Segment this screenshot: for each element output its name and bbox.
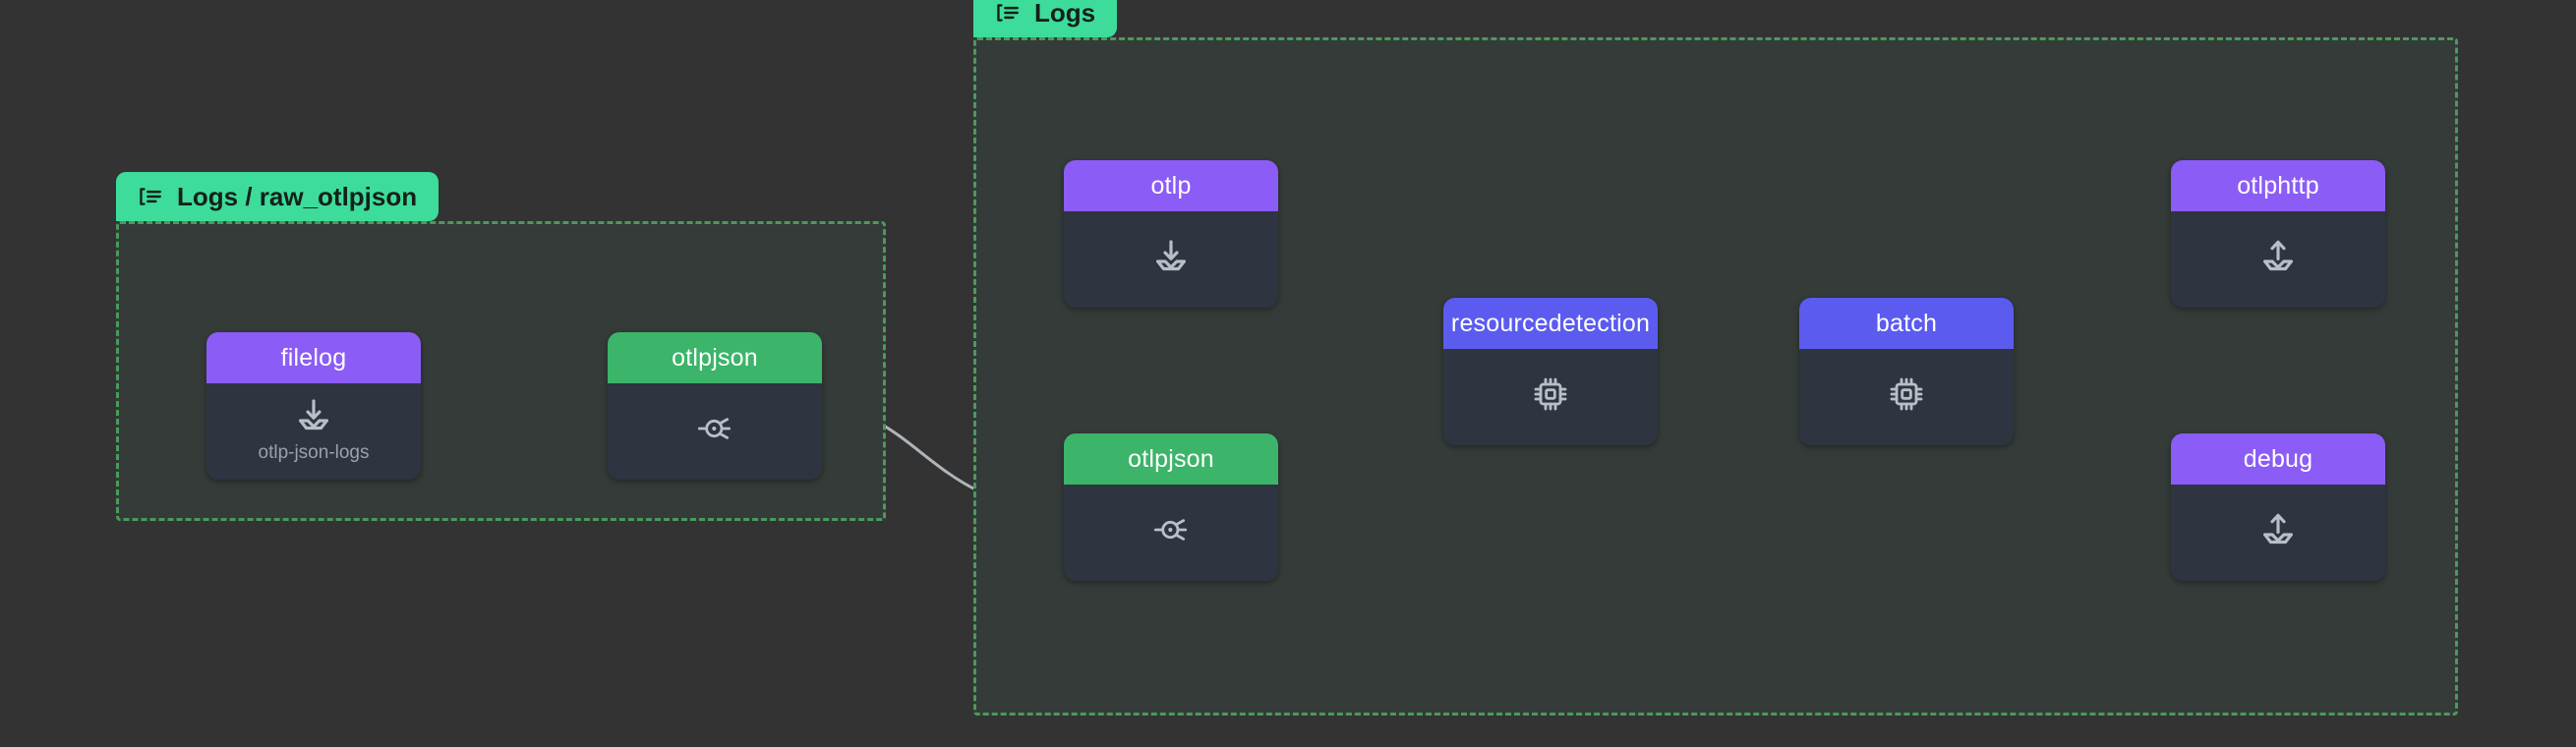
logs-icon bbox=[995, 0, 1021, 26]
node-body bbox=[1064, 485, 1278, 581]
group-badge-label: Logs / raw_otlpjson bbox=[177, 182, 418, 211]
group-badge-logs[interactable]: Logs bbox=[973, 0, 1118, 37]
node-body: otlp-json-logs bbox=[206, 383, 421, 480]
node-body bbox=[608, 383, 822, 480]
pipeline-group-logs[interactable] bbox=[973, 37, 2458, 716]
node-title: otlphttp bbox=[2171, 160, 2385, 211]
receiver-download-icon bbox=[294, 396, 333, 435]
connector-plug-icon bbox=[695, 409, 734, 448]
node-body bbox=[2171, 211, 2385, 308]
node-title: filelog bbox=[206, 332, 421, 383]
node-title: otlpjson bbox=[608, 332, 822, 383]
node-title: otlp bbox=[1064, 160, 1278, 211]
receiver-download-icon bbox=[1151, 237, 1191, 276]
node-debug[interactable]: debug bbox=[2171, 433, 2385, 581]
node-otlp[interactable]: otlp bbox=[1064, 160, 1278, 308]
node-body bbox=[1064, 211, 1278, 308]
logs-icon bbox=[138, 184, 163, 209]
node-body bbox=[2171, 485, 2385, 581]
group-badge-label: Logs bbox=[1034, 0, 1096, 28]
node-title: resourcedetection bbox=[1443, 298, 1658, 349]
processor-chip-icon bbox=[1887, 374, 1926, 414]
node-otlphttp[interactable]: otlphttp bbox=[2171, 160, 2385, 308]
node-resourcedetection[interactable]: resourcedetection bbox=[1443, 298, 1658, 445]
node-otlpjson-left[interactable]: otlpjson bbox=[608, 332, 822, 480]
node-filelog[interactable]: filelog otlp-json-logs bbox=[206, 332, 421, 480]
node-otlpjson-right[interactable]: otlpjson bbox=[1064, 433, 1278, 581]
node-body bbox=[1799, 349, 2014, 445]
node-subtitle: otlp-json-logs bbox=[258, 441, 370, 463]
node-title: otlpjson bbox=[1064, 433, 1278, 485]
node-title: debug bbox=[2171, 433, 2385, 485]
node-title: batch bbox=[1799, 298, 2014, 349]
processor-chip-icon bbox=[1531, 374, 1570, 414]
node-batch[interactable]: batch bbox=[1799, 298, 2014, 445]
node-body bbox=[1443, 349, 1658, 445]
connector-plug-icon bbox=[1151, 510, 1191, 549]
group-badge-raw-otlpjson[interactable]: Logs / raw_otlpjson bbox=[116, 172, 439, 221]
exporter-upload-icon bbox=[2258, 510, 2298, 549]
exporter-upload-icon bbox=[2258, 237, 2298, 276]
